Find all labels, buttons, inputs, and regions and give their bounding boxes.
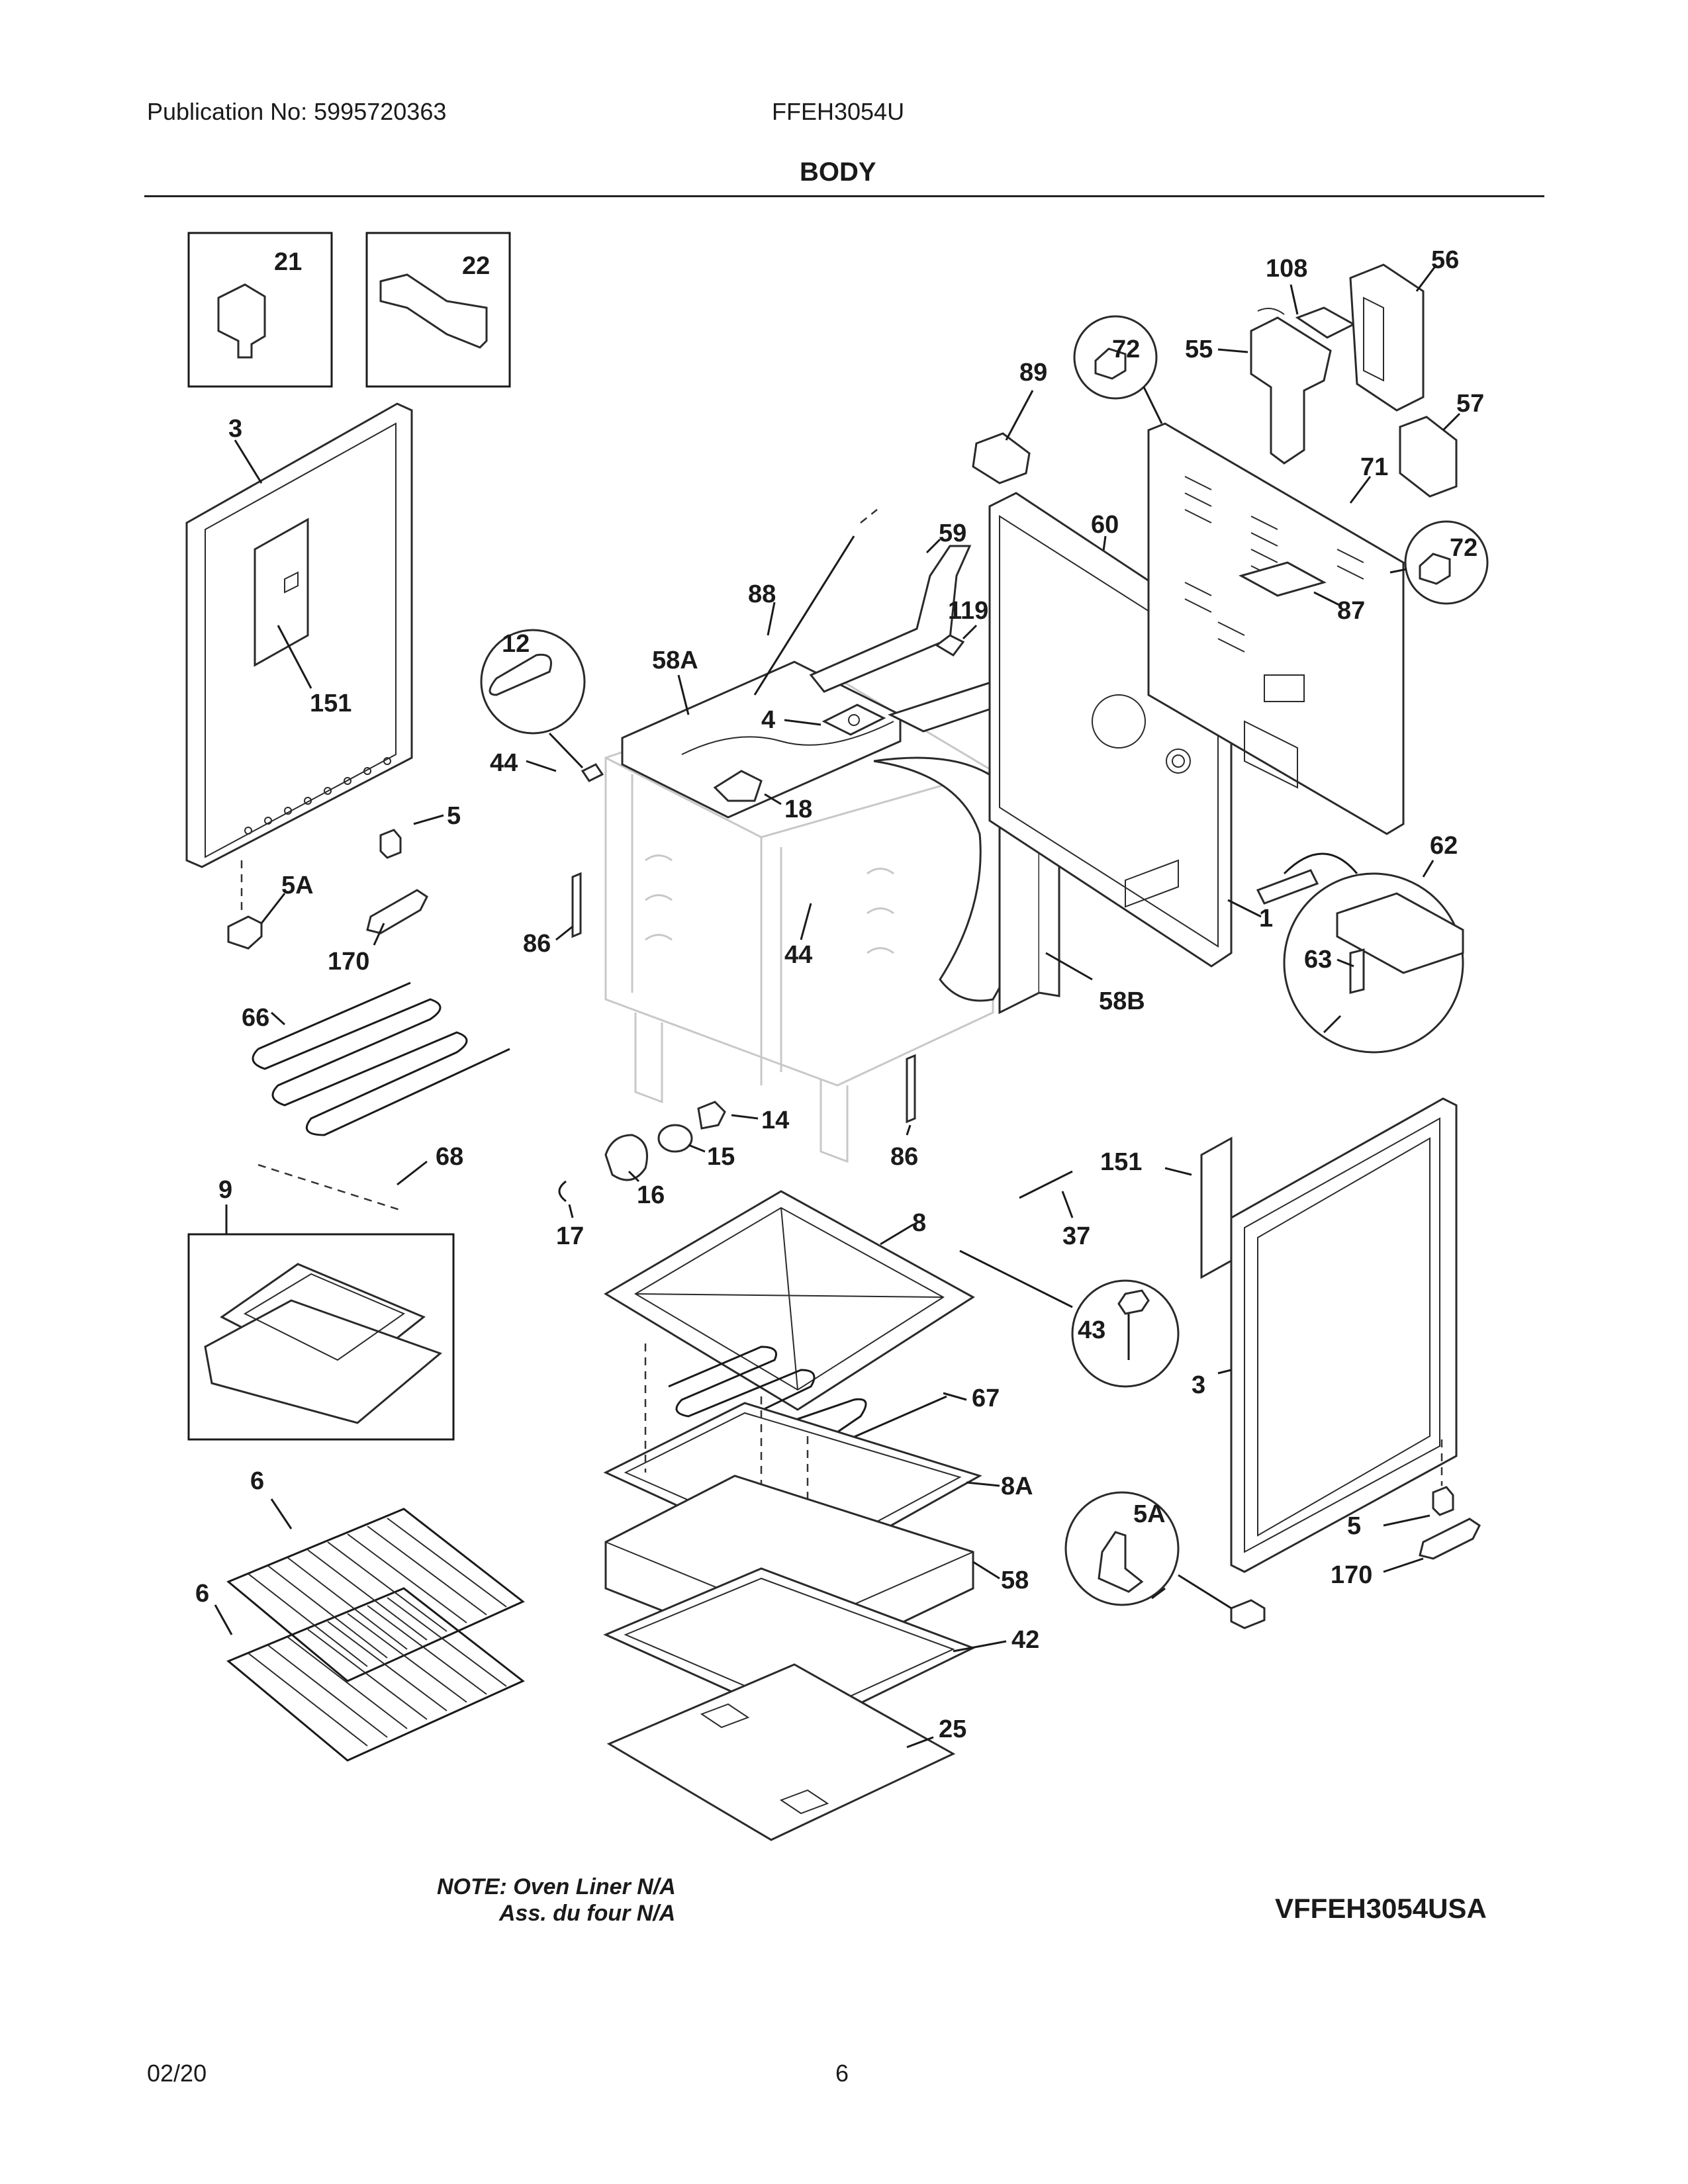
- oven-racks: 6 6: [195, 1467, 525, 1762]
- leveler-left: 5 5A 170: [227, 802, 461, 976]
- bake-element-67: 67: [668, 1345, 1000, 1467]
- screw-37: 37: [1019, 1170, 1090, 1250]
- model-number: FFEH3054U: [772, 98, 905, 125]
- callout-170-right: 170: [1331, 1561, 1372, 1589]
- callout-151-right: 151: [1100, 1148, 1142, 1176]
- callout-58A: 58A: [652, 647, 698, 674]
- bracket-4: 4: [761, 704, 886, 736]
- callout-58: 58: [1001, 1567, 1029, 1594]
- callout-21: 21: [274, 248, 302, 276]
- part-87: 87: [1239, 561, 1365, 625]
- callout-37: 37: [1062, 1222, 1090, 1250]
- oven-bottom-8: 8: [604, 1190, 975, 1411]
- detail-circle-43: 43: [959, 1250, 1180, 1388]
- callout-6-lower: 6: [195, 1580, 209, 1608]
- hinge-receiver-86-lower: 86: [890, 1054, 918, 1171]
- callout-18: 18: [784, 796, 812, 823]
- inset-box-9: 9: [187, 1176, 455, 1441]
- callout-57: 57: [1456, 390, 1484, 418]
- callout-87: 87: [1337, 597, 1365, 625]
- callout-6-upper: 6: [250, 1467, 264, 1495]
- callout-63: 63: [1304, 946, 1332, 974]
- callout-14: 14: [761, 1107, 789, 1134]
- callout-151-left: 151: [310, 690, 352, 717]
- section-title: BODY: [800, 158, 876, 187]
- callout-86-upper: 86: [523, 930, 551, 958]
- callout-25: 25: [939, 1715, 966, 1743]
- callout-55: 55: [1185, 336, 1213, 363]
- clip-119: 119: [935, 597, 988, 657]
- vent-tube-88: 88: [748, 509, 878, 696]
- callout-56: 56: [1431, 246, 1459, 274]
- header-rule: [144, 195, 1544, 197]
- footer-page-number: 6: [835, 2060, 849, 2087]
- callout-15: 15: [707, 1143, 735, 1171]
- callout-9: 9: [218, 1176, 232, 1204]
- inset-box-21: 21: [187, 232, 333, 388]
- callout-8A: 8A: [1001, 1473, 1033, 1500]
- detail-circle-12: 12 44: [480, 629, 604, 782]
- callout-3-left: 3: [228, 415, 242, 443]
- callout-62: 62: [1430, 832, 1458, 860]
- callout-58B: 58B: [1099, 987, 1145, 1015]
- latch-18: 18: [713, 770, 812, 823]
- callout-1: 1: [1259, 905, 1273, 933]
- hinge-receiver-86-upper: 86 44: [523, 872, 812, 969]
- callout-60: 60: [1091, 511, 1119, 539]
- callout-71: 71: [1360, 453, 1388, 481]
- callout-119: 119: [948, 597, 988, 625]
- callout-17: 17: [556, 1222, 584, 1250]
- note-oven-liner-fr: Ass. du four N/A: [499, 1901, 676, 1926]
- footer-date: 02/20: [147, 2060, 207, 2087]
- callout-43: 43: [1078, 1316, 1105, 1344]
- callout-66: 66: [242, 1004, 269, 1032]
- publication-number: Publication No: 5995720363: [147, 98, 447, 125]
- bracket-89: 89: [972, 359, 1047, 484]
- side-panel-left: 3 151: [185, 402, 413, 868]
- leveler-right: 5 170: [1331, 1439, 1481, 1589]
- bracket-55: 55: [1185, 316, 1332, 465]
- note-oven-liner-en: NOTE: Oven Liner N/A: [437, 1874, 676, 1899]
- callout-72-upper: 72: [1112, 336, 1140, 363]
- callout-4: 4: [761, 706, 775, 734]
- callout-42: 42: [1011, 1626, 1039, 1654]
- side-panel-right: 151 3: [1100, 1097, 1458, 1573]
- callout-88: 88: [748, 580, 776, 608]
- callout-170-left: 170: [328, 948, 369, 976]
- housing-56: 56: [1349, 246, 1459, 412]
- callout-108: 108: [1266, 255, 1307, 283]
- light-assembly: 14 15 16 17: [556, 1101, 789, 1250]
- callout-44-upper: 44: [490, 749, 518, 777]
- detail-circle-5A-right: 5A: [1064, 1491, 1266, 1629]
- harness-108: 108: [1257, 255, 1356, 339]
- shield-25: 25: [606, 1663, 966, 1841]
- callout-5-left: 5: [447, 802, 461, 830]
- callout-67: 67: [972, 1385, 1000, 1412]
- callout-44-lower: 44: [784, 941, 812, 969]
- callout-72-lower: 72: [1450, 534, 1477, 562]
- detail-circle-62: 62 63: [1256, 832, 1464, 1054]
- callout-86-lower: 86: [890, 1143, 918, 1171]
- detail-circle-72-lower: 72: [1389, 520, 1489, 605]
- callout-3-right: 3: [1192, 1371, 1205, 1399]
- detail-circle-72-upper: 72: [1073, 315, 1163, 424]
- inset-box-22: 22: [365, 232, 511, 388]
- callout-5A-right: 5A: [1133, 1500, 1166, 1528]
- callout-8: 8: [912, 1209, 926, 1237]
- duct-59: 59: [809, 520, 972, 693]
- cover-57: 57: [1399, 390, 1484, 498]
- callout-68: 68: [436, 1143, 463, 1171]
- broil-element: 66 68: [242, 981, 510, 1212]
- callout-12: 12: [502, 630, 530, 658]
- callout-22: 22: [462, 252, 490, 280]
- rear-panel-71: 71: [1147, 422, 1405, 835]
- callout-59: 59: [939, 520, 966, 547]
- callout-16: 16: [637, 1181, 665, 1209]
- diagram-code: VFFEH3054USA: [1275, 1893, 1487, 1924]
- callout-5A-left: 5A: [281, 872, 314, 899]
- callout-5-right: 5: [1347, 1512, 1361, 1540]
- callout-89: 89: [1019, 359, 1047, 387]
